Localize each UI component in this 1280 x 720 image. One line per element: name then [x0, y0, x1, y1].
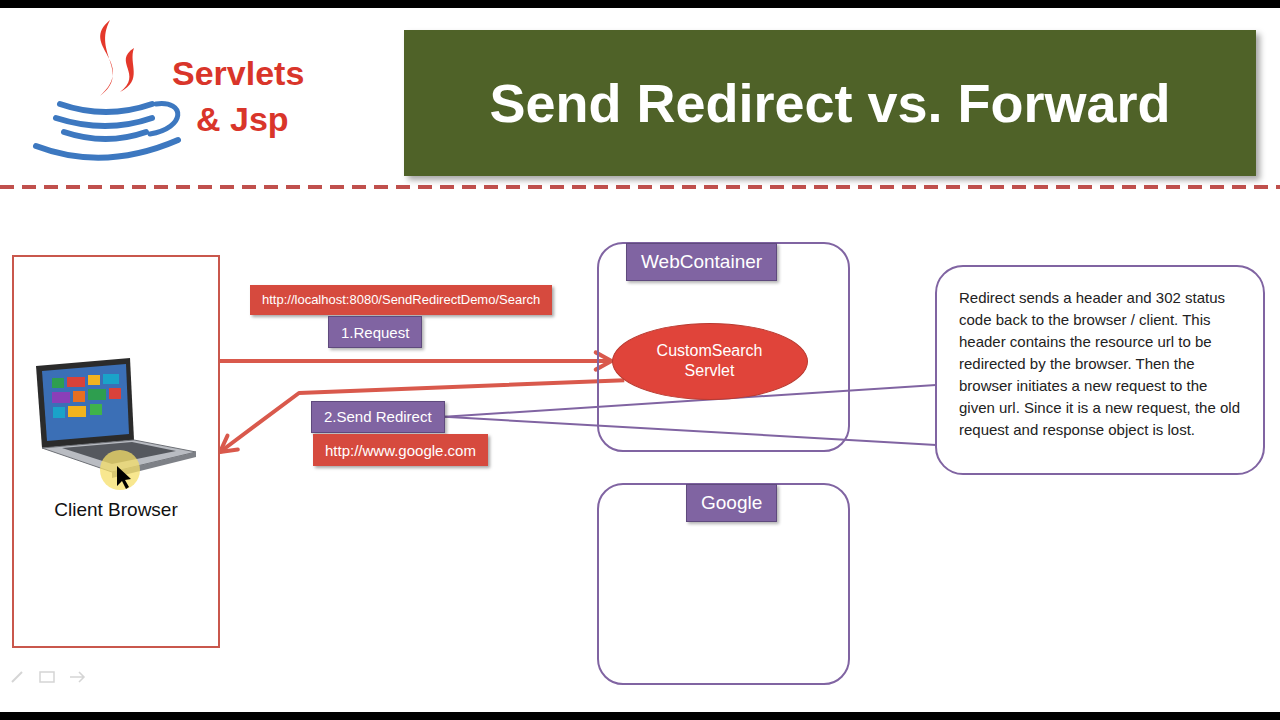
step-label: 2.Send Redirect — [311, 401, 445, 433]
servlet-ellipse: CustomSearch Servlet — [612, 323, 808, 400]
laptop-illustration — [36, 358, 196, 490]
arrow-head — [220, 436, 238, 452]
top-bar — [0, 0, 1280, 8]
url-tag: http://localhost:8080/SendRedirectDemo/S… — [250, 285, 552, 315]
logo-text: Servlets — [172, 54, 304, 93]
logo-text: & Jsp — [196, 100, 289, 139]
callout-box: Redirect sends a header and 302 status c… — [935, 265, 1265, 475]
box-text: http://localhost:8080/SendRedirectDemo/S… — [262, 292, 540, 307]
box-text: 2.Send Redirect — [324, 408, 432, 425]
box-text: http://www.google.com — [325, 442, 476, 459]
java-logo — [36, 20, 178, 158]
box-heading: WebContainer — [626, 243, 777, 281]
url-tag: http://www.google.com — [313, 434, 488, 466]
container-box: Google — [597, 483, 850, 685]
container-box: WebContainerCustomSearch Servlet — [597, 242, 850, 452]
title-banner: Send Redirect vs. Forward — [404, 30, 1256, 176]
box-text: Redirect sends a header and 302 status c… — [959, 287, 1245, 441]
dashed-divider — [0, 185, 1280, 189]
box-heading: Client Browser — [14, 499, 218, 521]
client-frame: Client Browser — [12, 255, 220, 648]
bottom-bar — [0, 712, 1280, 720]
connector — [220, 352, 612, 369]
box-heading: Google — [686, 484, 777, 522]
box-text: 1.Request — [341, 324, 409, 341]
step-label: 1.Request — [328, 316, 422, 348]
connector-line — [445, 417, 936, 445]
box-text: CustomSearch Servlet — [641, 341, 779, 381]
connector-line — [220, 359, 612, 363]
toolbar-icons — [12, 672, 84, 682]
